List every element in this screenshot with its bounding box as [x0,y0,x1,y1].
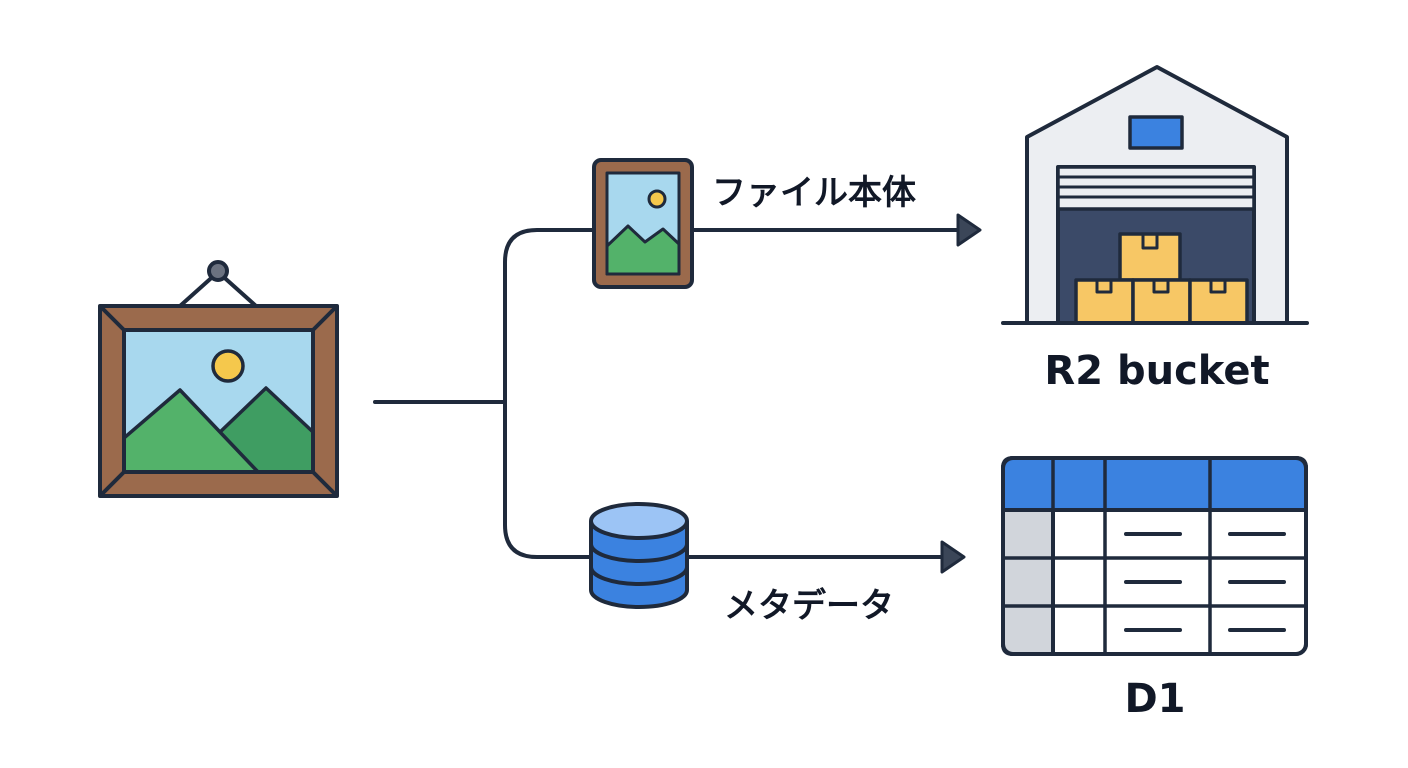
box-middle [1131,278,1192,325]
warehouse-icon [1001,65,1309,325]
small-picture-sun [647,189,667,209]
branch-connector [503,228,597,559]
warehouse-window [1128,115,1184,150]
table-header [1001,456,1308,512]
file-body-label: ファイル本体 [712,173,916,213]
framed-picture-icon [98,260,339,498]
box-right [1188,278,1249,325]
table-cell-dashes [1124,532,1286,632]
stacked-boxes [1074,232,1249,325]
picture-sun [211,349,245,383]
database-icon [589,502,689,609]
table-row-header-column [1001,508,1055,656]
table-icon [1001,456,1308,656]
box-top [1118,232,1182,282]
connectors [373,228,960,559]
hanging-nail [207,260,229,282]
box-left [1074,278,1135,325]
small-picture-mountains [605,224,681,276]
database-top [589,502,689,540]
small-picture-icon [592,158,694,289]
metadata-arrow-head [940,540,966,574]
metadata-label: メタデータ [724,586,894,626]
file-arrow-head [956,213,982,247]
r2-bucket-label: R2 bucket [1044,348,1269,394]
d1-label: D1 [1124,676,1185,722]
